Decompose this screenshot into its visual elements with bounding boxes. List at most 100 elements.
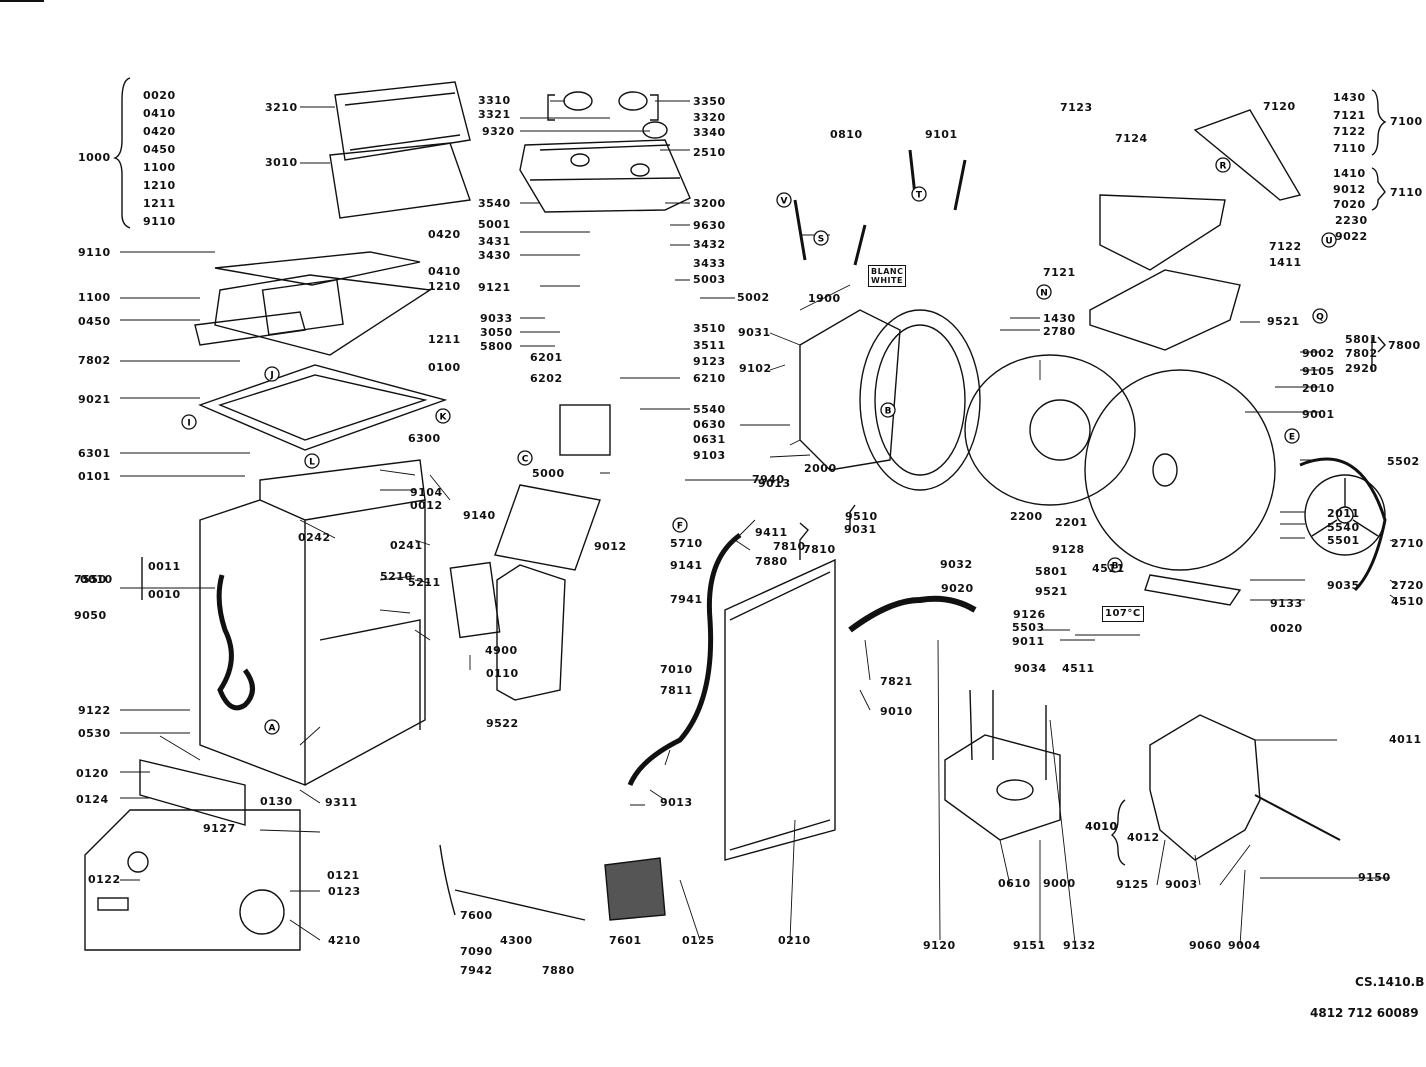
part-number-label: 0410 bbox=[428, 265, 461, 278]
part-number-label: 0210 bbox=[778, 934, 811, 947]
marker-circle bbox=[517, 450, 533, 466]
part-number-label: 1100 bbox=[143, 161, 176, 174]
group-label-4010: 4010 bbox=[1085, 820, 1118, 833]
part-number-label: 0130 bbox=[260, 795, 293, 808]
part-number-label: 0011 bbox=[148, 560, 181, 573]
part-number-label: 7810 bbox=[773, 540, 806, 553]
part-number-label: 4300 bbox=[500, 934, 533, 947]
part-number-label: 0420 bbox=[428, 228, 461, 241]
marker-circle bbox=[435, 408, 451, 424]
part-number-label: 9013 bbox=[660, 796, 693, 809]
lid-7120 bbox=[1193, 109, 1302, 201]
part-number-label: 7122 bbox=[1333, 125, 1366, 138]
marker-circle bbox=[880, 402, 896, 418]
part-number-label: 7122 bbox=[1269, 240, 1302, 253]
marker-letter: B bbox=[885, 407, 892, 417]
part-number-label: 7123 bbox=[1060, 101, 1093, 114]
part-number-label: 9032 bbox=[940, 558, 973, 571]
part-number-label: 0121 bbox=[327, 869, 360, 882]
part-number-label: 9101 bbox=[925, 128, 958, 141]
part-number-label: 0100 bbox=[428, 361, 461, 374]
part-number-label: 9132 bbox=[1063, 939, 1096, 952]
group-label-0010: 0010 bbox=[80, 573, 113, 586]
part-number-label: 0110 bbox=[486, 667, 519, 680]
part-number-label: 5001 bbox=[478, 218, 511, 231]
part-number-label: 1211 bbox=[143, 197, 176, 210]
part-number-label: 4511 bbox=[1062, 662, 1095, 675]
part-number-label: 9020 bbox=[941, 582, 974, 595]
part-number-label: 2000 bbox=[804, 462, 837, 475]
part-number-label: 7601 bbox=[609, 934, 642, 947]
marker-circle bbox=[1321, 232, 1337, 248]
pulley-9001 bbox=[1304, 474, 1386, 556]
marker-circle bbox=[1312, 308, 1328, 324]
group-label-7110: 7110 bbox=[1390, 186, 1423, 199]
part-number-label: 7090 bbox=[460, 945, 493, 958]
part-number-label: 3200 bbox=[693, 197, 726, 210]
part-number-label: 9311 bbox=[325, 796, 358, 809]
marker-circle bbox=[1215, 157, 1231, 173]
part-number-label: 9105 bbox=[1302, 365, 1335, 378]
part-number-label: 9141 bbox=[670, 559, 703, 572]
part-number-label: 3210 bbox=[265, 101, 298, 114]
part-number-label: 9411 bbox=[755, 526, 788, 539]
part-number-label: 9010 bbox=[880, 705, 913, 718]
part-number-label: 9110 bbox=[78, 246, 111, 259]
part-number-label: 0450 bbox=[78, 315, 111, 328]
color-tag-blanc: BLANC bbox=[871, 267, 904, 276]
part-number-label: 6300 bbox=[408, 432, 441, 445]
drain-hose-7550 bbox=[216, 574, 255, 711]
part-number-label: 5710 bbox=[670, 537, 703, 550]
part-number-label: 0123 bbox=[328, 885, 361, 898]
part-number-label: 9123 bbox=[693, 355, 726, 368]
part-number-label: 9013 bbox=[758, 477, 791, 490]
part-number-label: 1100 bbox=[78, 291, 111, 304]
part-number-label: 9125 bbox=[1116, 878, 1149, 891]
lid-frame-1210 bbox=[214, 274, 432, 356]
part-number-label: 0610 bbox=[998, 877, 1031, 890]
part-number-label: 9012 bbox=[1333, 183, 1366, 196]
tub-shell bbox=[859, 309, 981, 491]
part-number-label: 1210 bbox=[143, 179, 176, 192]
part-number-label: 0241 bbox=[390, 539, 423, 552]
heater-5211 bbox=[496, 564, 566, 701]
corner-mark bbox=[0, 0, 44, 2]
part-number-label: 3430 bbox=[478, 249, 511, 262]
part-number-label: 5540 bbox=[693, 403, 726, 416]
part-number-label: 3010 bbox=[265, 156, 298, 169]
part-number-label: 9034 bbox=[1014, 662, 1047, 675]
part-number-label: 5000 bbox=[532, 467, 565, 480]
part-number-label: 7121 bbox=[1043, 266, 1076, 279]
part-number-label: 3340 bbox=[693, 126, 726, 139]
marker-letter: K bbox=[440, 413, 448, 423]
part-number-label: 9120 bbox=[923, 939, 956, 952]
marker-circle bbox=[1036, 284, 1052, 300]
part-number-label: 0124 bbox=[76, 793, 109, 806]
part-number-label: 9011 bbox=[1012, 635, 1045, 648]
part-number-label: 9522 bbox=[486, 717, 519, 730]
part-number-label: 9033 bbox=[480, 312, 513, 325]
part-number-label: 9521 bbox=[1035, 585, 1068, 598]
part-number-label: 2510 bbox=[693, 146, 726, 159]
marker-letter: C bbox=[522, 455, 529, 465]
part-number-label: 0010 bbox=[148, 588, 181, 601]
marker-circle bbox=[1284, 428, 1300, 444]
part-number-label: 9126 bbox=[1013, 608, 1046, 621]
part-number-label: 4210 bbox=[328, 934, 361, 947]
part-number-label: 1430 bbox=[1043, 312, 1076, 325]
marker-letter: B bbox=[1112, 562, 1119, 572]
part-number-label: 1411 bbox=[1269, 256, 1302, 269]
knob-3350 bbox=[618, 91, 648, 111]
marker-letter: J bbox=[269, 371, 273, 381]
part-number-label: 5211 bbox=[408, 576, 441, 589]
marker-letter: I bbox=[187, 419, 190, 429]
part-number-label: 7120 bbox=[1263, 100, 1296, 113]
part-number-label: 1430 bbox=[1333, 91, 1366, 104]
part-number-label: 5800 bbox=[480, 340, 513, 353]
part-number-label: 5801 bbox=[1035, 565, 1068, 578]
part-number-label: 5501 bbox=[1327, 534, 1360, 547]
group-label-7800: 7800 bbox=[1388, 339, 1421, 352]
part-number-label: 3431 bbox=[478, 235, 511, 248]
part-number-label: 4511 bbox=[1092, 562, 1125, 575]
